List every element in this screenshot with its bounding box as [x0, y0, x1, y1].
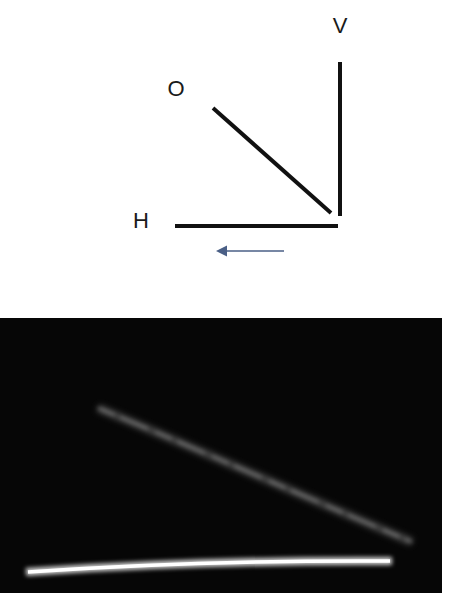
horizontal-trace-glow — [26, 561, 392, 572]
oblique-trace-core — [98, 408, 412, 542]
part-letter: O — [167, 78, 184, 100]
horizontal-trace — [28, 561, 390, 572]
part-letter: H — [133, 210, 149, 232]
part-letter: V — [333, 15, 348, 37]
photo-ground — [0, 318, 442, 593]
horizontal-bar — [175, 224, 338, 228]
oblique-trace — [98, 408, 412, 542]
vertical-bar — [338, 62, 342, 216]
motion-arrow — [226, 250, 284, 252]
oblique-bar — [213, 108, 331, 213]
